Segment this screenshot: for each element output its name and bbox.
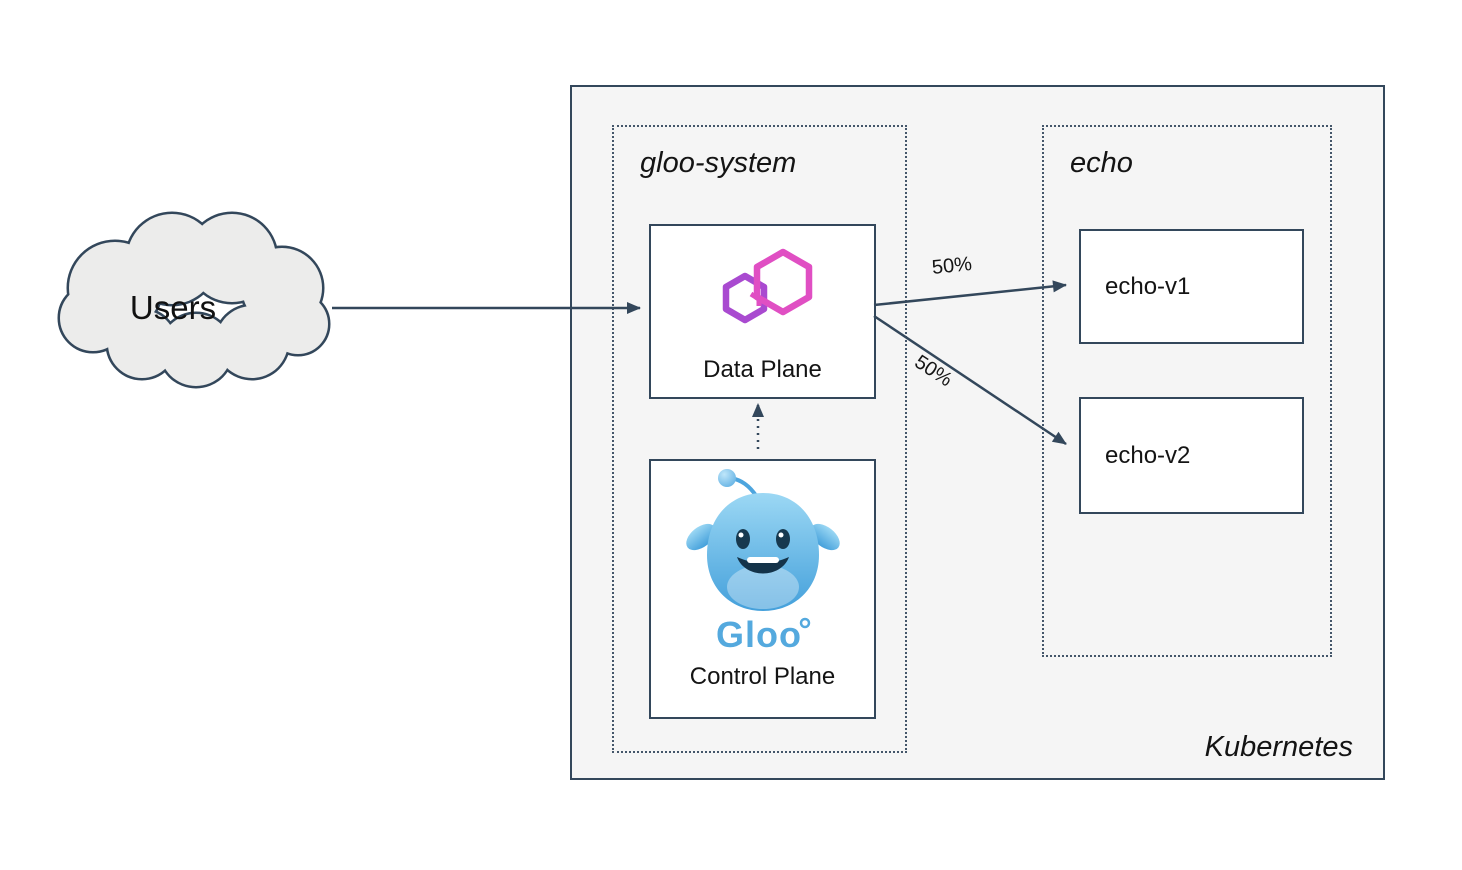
echo-v1-label: echo-v1	[1105, 272, 1191, 300]
gloo-system-label: gloo-system	[640, 147, 797, 179]
gloo-system-group: gloo-system Data Plane	[612, 125, 907, 753]
gloo-hexagon-logo-icon	[722, 248, 812, 324]
traffic-label-v1: 50%	[930, 252, 974, 280]
data-plane-label: Data Plane	[703, 356, 822, 383]
gloo-wordmark: Gloo	[716, 614, 802, 655]
gloo-mascot-icon: Gloo	[685, 469, 840, 655]
control-plane-node: Gloo Control Plane	[649, 459, 876, 719]
control-plane-label: Control Plane	[689, 663, 836, 690]
echo-label: echo	[1070, 147, 1133, 179]
echo-v2-label: echo-v2	[1105, 441, 1191, 469]
echo-v2-node: echo-v2	[1079, 397, 1304, 514]
kubernetes-label: Kubernetes	[1204, 731, 1353, 763]
data-plane-node: Data Plane	[649, 224, 876, 399]
echo-v1-node: echo-v1	[1079, 229, 1304, 344]
echo-group: echo echo-v1 echo-v2	[1042, 125, 1332, 657]
kubernetes-panel: gloo-system Data Plane	[570, 85, 1385, 780]
users-label: Users	[129, 289, 217, 326]
